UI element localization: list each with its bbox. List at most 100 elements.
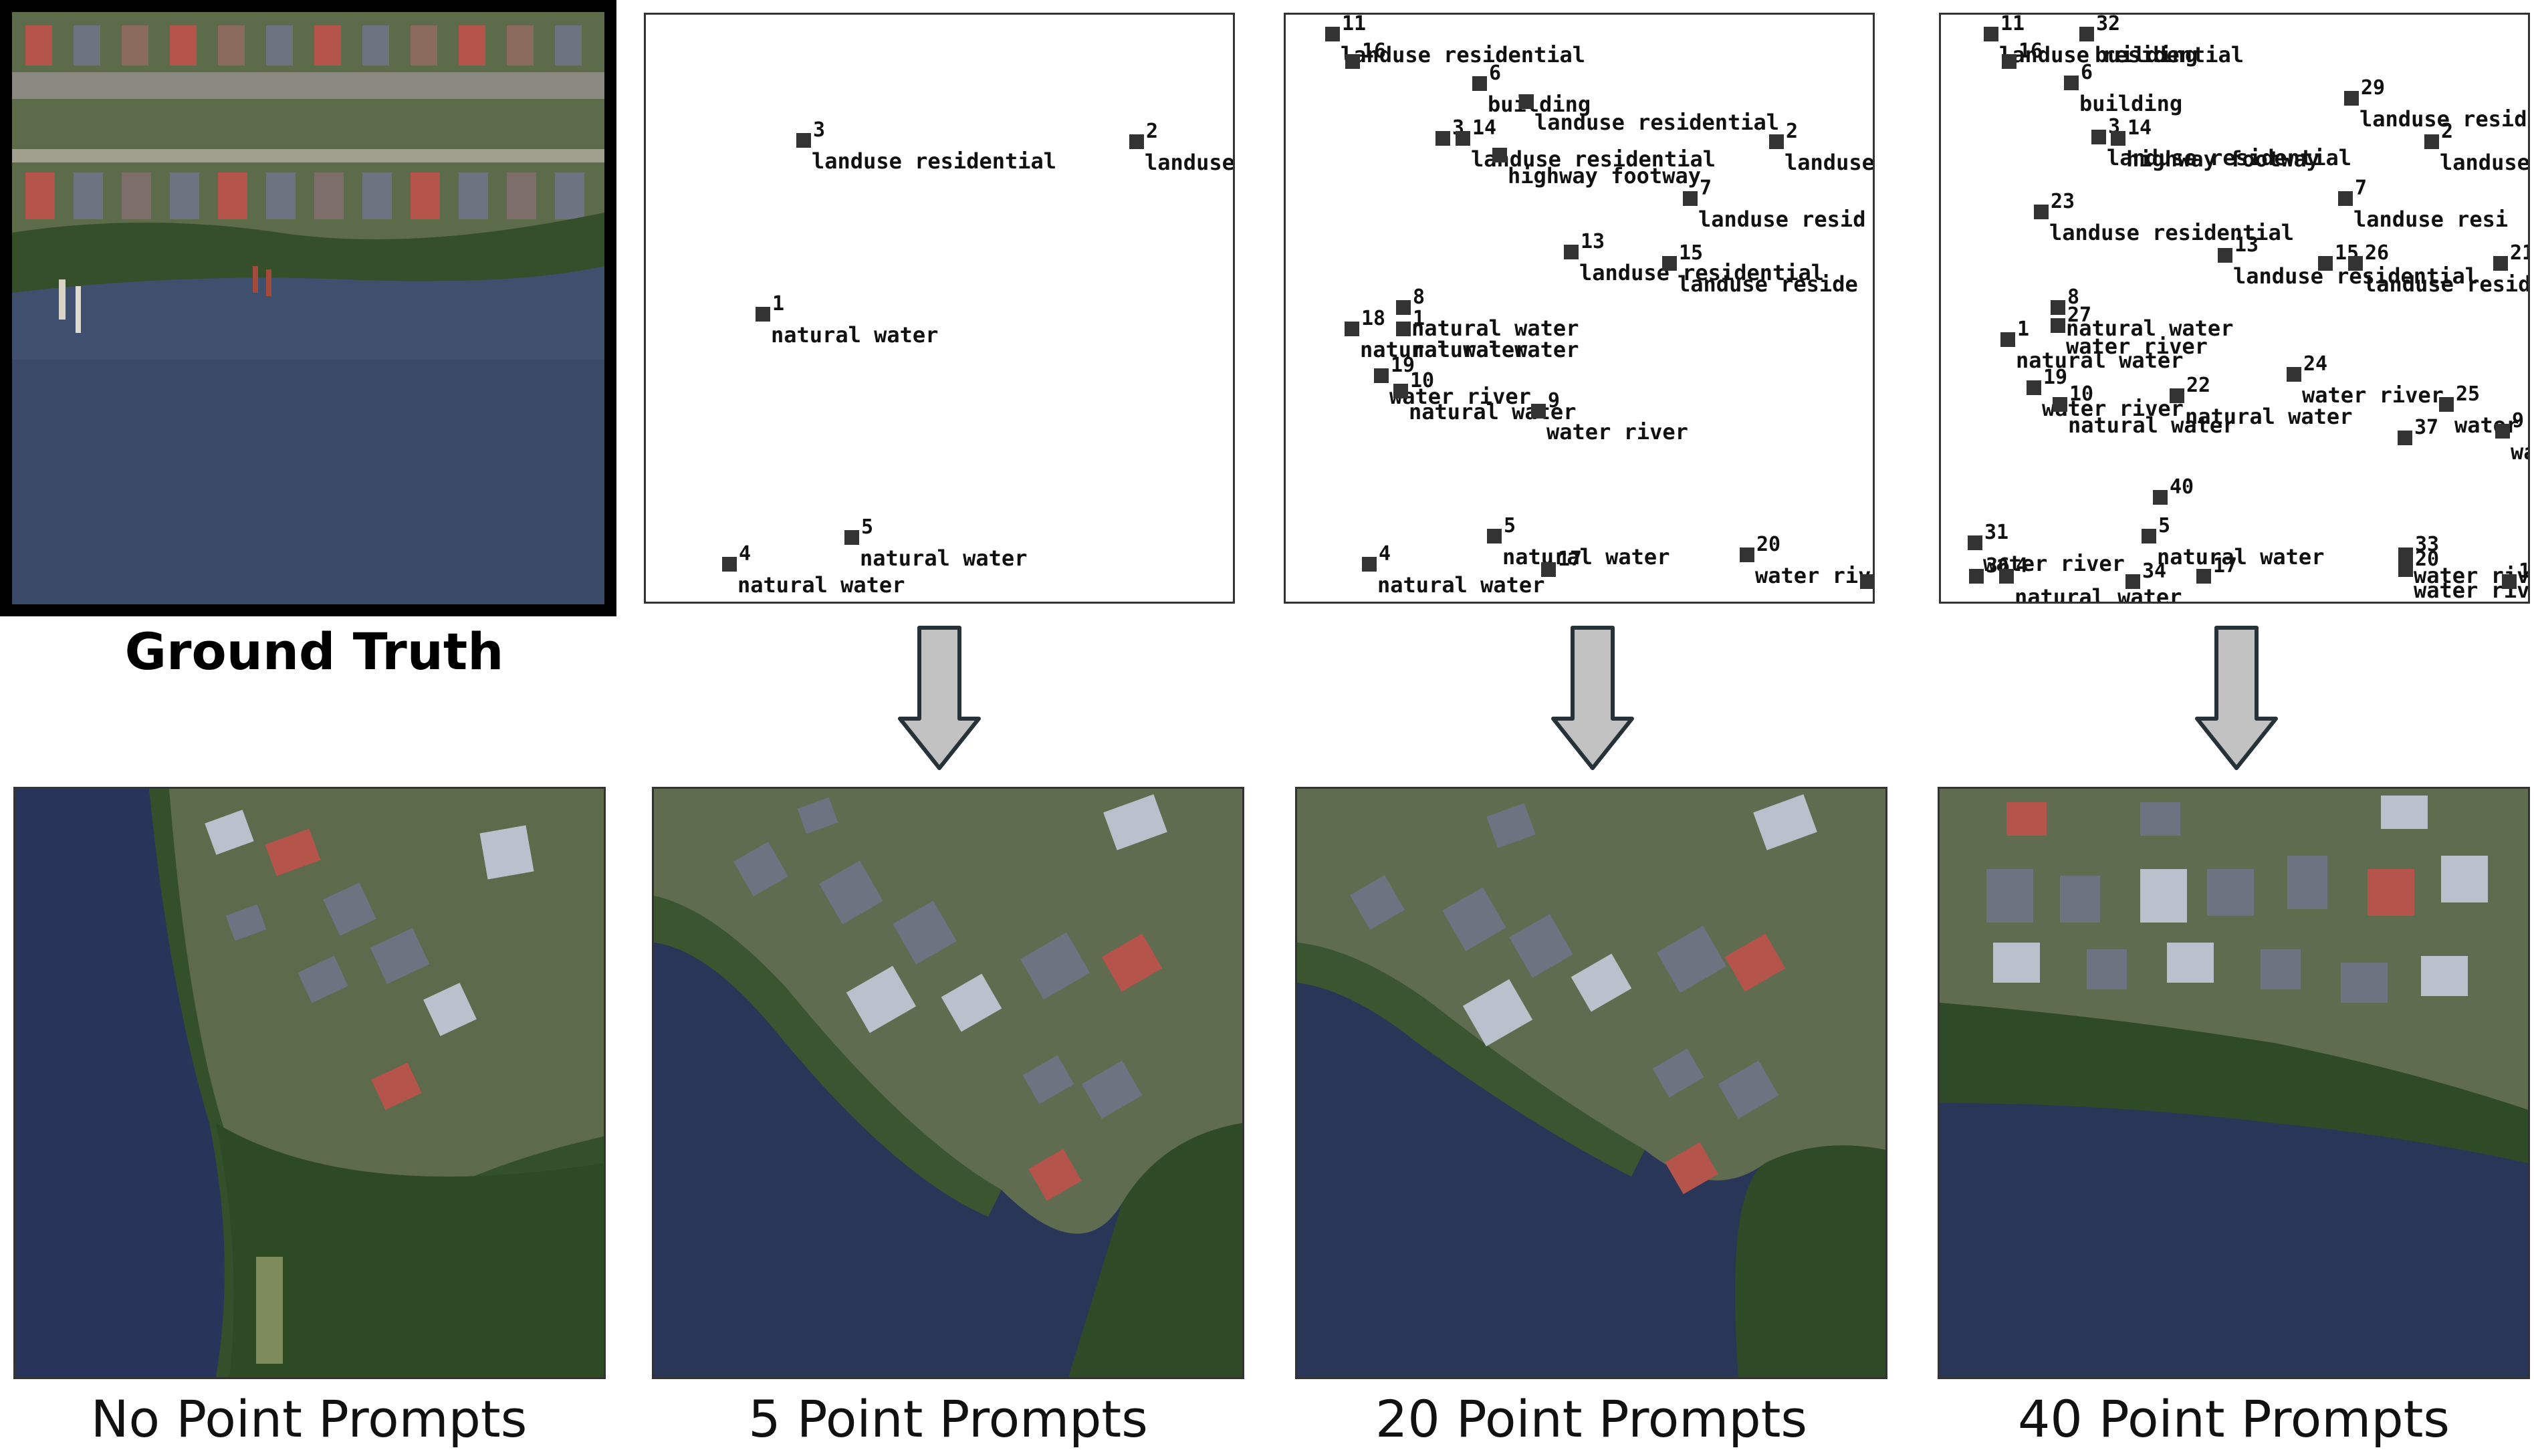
point-number: 1 bbox=[1413, 307, 1425, 330]
generated-aerial-0 bbox=[15, 789, 604, 1377]
point-marker bbox=[2064, 76, 2079, 90]
point-label: building bbox=[2095, 42, 2198, 68]
point-label: landuse residential bbox=[2107, 145, 2351, 170]
point-number: 7 bbox=[1700, 176, 1712, 200]
point-label: landuse residential bbox=[1471, 146, 1716, 172]
point-label: water river bbox=[1389, 384, 1531, 409]
point-label: highway footway bbox=[1508, 163, 1701, 189]
point-marker bbox=[722, 557, 737, 572]
point-number: 12 bbox=[2519, 560, 2528, 583]
point-number: 13 bbox=[2234, 233, 2259, 257]
point-number: 29 bbox=[2361, 76, 2385, 100]
point-label: natural water bbox=[2066, 316, 2233, 341]
point-number: 22 bbox=[2186, 374, 2210, 397]
point-number: 17 bbox=[1558, 548, 1582, 571]
point-marker bbox=[2495, 424, 2510, 439]
point-number: 1 bbox=[772, 292, 784, 316]
point-label: water riv bbox=[2454, 412, 2528, 438]
point-number: 6 bbox=[1489, 62, 1501, 85]
prompt-point: 5 natural water bbox=[844, 515, 1027, 571]
prompt-point: 15 landuse reside bbox=[1662, 241, 1858, 297]
point-number: 16 bbox=[2019, 39, 2043, 63]
point-number: 15 bbox=[1679, 241, 1703, 265]
point-marker bbox=[796, 133, 811, 148]
point-marker bbox=[2218, 248, 2232, 263]
point-number: 5 bbox=[861, 515, 873, 539]
prompt-point: 32 building bbox=[2079, 15, 2198, 68]
point-number: 13 bbox=[1581, 230, 1605, 253]
down-arrow-icon bbox=[2195, 626, 2278, 770]
point-marker bbox=[2338, 191, 2353, 206]
generated-image-20-prompts bbox=[1295, 787, 1887, 1379]
prompt-point: 25 water riv bbox=[2439, 382, 2528, 438]
point-number: 7 bbox=[2355, 176, 2367, 200]
point-marker bbox=[2002, 54, 2017, 69]
point-label: natural water bbox=[1411, 316, 1579, 341]
point-marker bbox=[1456, 131, 1470, 146]
point-marker bbox=[2091, 130, 2106, 144]
point-marker bbox=[1968, 535, 1982, 550]
point-marker bbox=[2287, 367, 2301, 382]
point-number: 40 bbox=[2170, 475, 2194, 499]
point-number: 27 bbox=[2067, 304, 2091, 327]
prompt-point: 40 bbox=[2153, 475, 2194, 505]
point-label: natural water bbox=[2068, 412, 2235, 438]
generated-image-40-prompts bbox=[1938, 787, 2530, 1379]
point-marker bbox=[2493, 256, 2508, 271]
point-marker bbox=[2111, 131, 2125, 146]
point-number: 21 bbox=[2510, 241, 2528, 265]
point-number: 25 bbox=[2456, 382, 2480, 406]
point-marker bbox=[1345, 54, 1360, 69]
ground-truth-aerial bbox=[12, 12, 604, 604]
point-marker bbox=[1396, 300, 1411, 315]
point-number: 8 bbox=[2067, 285, 2079, 309]
point-label: natural water bbox=[860, 545, 1027, 571]
point-marker bbox=[1472, 76, 1487, 91]
point-number: 10 bbox=[1410, 369, 1434, 392]
point-number: 8 bbox=[1413, 285, 1425, 309]
point-marker bbox=[2398, 431, 2412, 445]
generated-aerial-40 bbox=[1940, 789, 2528, 1377]
point-number: 2 bbox=[2441, 120, 2453, 143]
ground-truth-title: Ground Truth bbox=[124, 622, 504, 681]
point-number: 11 bbox=[1342, 15, 1366, 35]
point-marker bbox=[1129, 134, 1144, 149]
point-marker bbox=[1325, 27, 1340, 41]
point-number: 10 bbox=[2069, 382, 2093, 406]
point-marker bbox=[1969, 569, 1984, 584]
point-number: 16 bbox=[1362, 39, 1386, 63]
generated-image-5-prompts bbox=[652, 787, 1244, 1379]
point-marker bbox=[844, 530, 859, 545]
point-marker bbox=[1984, 27, 1998, 41]
point-marker bbox=[2424, 134, 2439, 149]
point-marker bbox=[2348, 256, 2363, 271]
point-marker bbox=[2051, 318, 2065, 333]
point-marker bbox=[2142, 529, 2156, 543]
point-label: landuse reside bbox=[1678, 271, 1858, 297]
point-label: natural water bbox=[1360, 337, 1527, 362]
point-number: 32 bbox=[2096, 15, 2120, 35]
point-number: 4 bbox=[739, 542, 751, 566]
prompt-point: 34 bbox=[2125, 560, 2166, 589]
point-number: 24 bbox=[2303, 352, 2327, 376]
point-marker bbox=[2439, 397, 2454, 412]
point-marker bbox=[2000, 332, 2015, 347]
point-label: highway footway bbox=[2126, 146, 2319, 172]
prompt-point: 21 bbox=[2493, 241, 2528, 271]
point-label: landuse residential bbox=[2049, 220, 2294, 245]
